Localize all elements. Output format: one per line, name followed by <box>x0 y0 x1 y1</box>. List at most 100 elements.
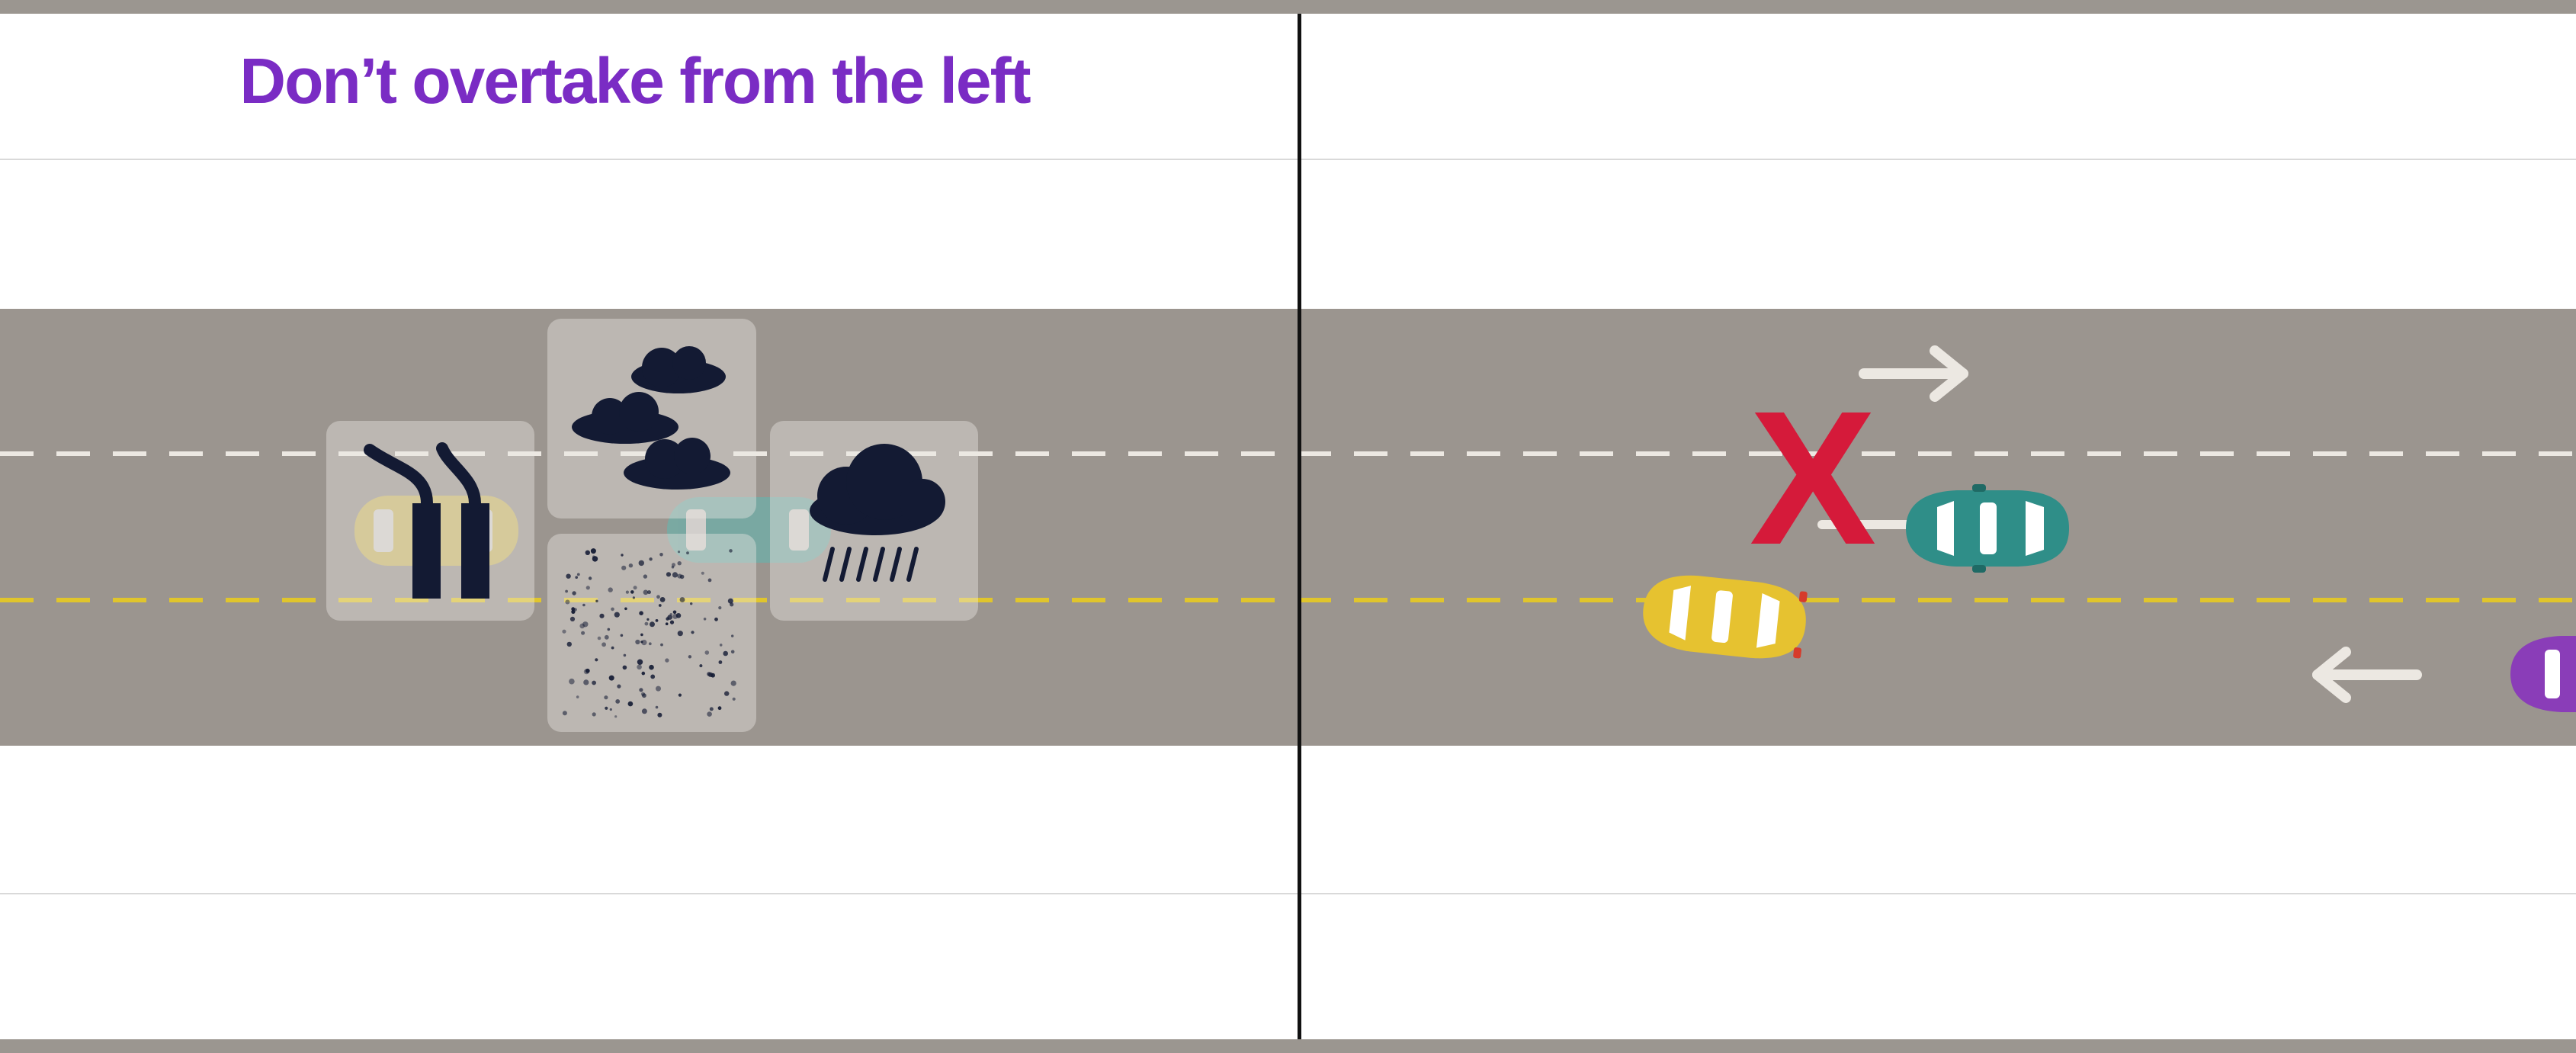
dust-speck <box>642 708 647 714</box>
dust-speck <box>659 604 662 607</box>
dust-speck <box>608 628 611 631</box>
dust-speck <box>623 666 627 670</box>
dust-speck <box>723 651 728 657</box>
dust-speck <box>624 608 627 611</box>
dust-speck <box>656 686 661 692</box>
dust-speck <box>567 642 572 647</box>
dust-speck <box>637 660 643 665</box>
dust-speck <box>595 658 598 661</box>
dust-speck <box>581 631 585 635</box>
dust-speck <box>714 618 718 621</box>
dust-speck <box>621 634 624 637</box>
dust-speck <box>595 600 598 602</box>
dust-speck <box>649 665 654 670</box>
dust-speck <box>589 576 592 579</box>
dust-speck <box>637 665 642 670</box>
dust-speck <box>569 679 575 685</box>
dust-speck <box>575 576 578 579</box>
hazard-card-rain <box>770 421 978 621</box>
dust-speck <box>585 669 590 673</box>
dust-speck <box>634 586 637 589</box>
dust-speck <box>609 676 614 681</box>
dust-speck <box>639 688 643 692</box>
dust-speck <box>673 611 677 615</box>
teal-car <box>1906 484 2069 573</box>
dust-speck <box>688 655 691 658</box>
dust-speck <box>719 660 723 664</box>
dust-speck <box>615 699 620 704</box>
dust-speck <box>729 549 733 553</box>
dust-speck <box>672 614 678 619</box>
dust-speck <box>639 611 643 615</box>
dust-speck <box>586 586 590 589</box>
dust-speck <box>629 563 633 567</box>
dust-speck <box>583 679 589 685</box>
dust-speck <box>686 551 689 554</box>
dust-speck <box>614 612 620 618</box>
dust-speck <box>562 630 566 634</box>
dust-speck <box>572 591 576 595</box>
bottom-frame-bar <box>0 1039 2576 1053</box>
dust-speck <box>639 560 644 566</box>
dust-speck <box>563 711 567 715</box>
dust-speck <box>640 634 643 637</box>
dust-speck <box>718 606 721 609</box>
dust-speck <box>645 622 649 626</box>
dust-speck <box>656 706 659 709</box>
dust-speck <box>591 548 596 554</box>
dust-speck <box>605 635 609 640</box>
dust-speck <box>570 617 575 621</box>
dust-speck <box>617 685 621 689</box>
dust-speck <box>650 675 655 679</box>
dust-speck <box>656 619 659 622</box>
dust-speck <box>690 602 692 605</box>
dust-speck <box>582 604 585 607</box>
hazard-card-dust <box>547 534 756 732</box>
dust-speck <box>577 573 580 576</box>
dust-speck <box>621 566 626 570</box>
dust-speck <box>678 551 680 553</box>
dust-speck <box>707 711 712 717</box>
dust-speck <box>643 574 647 578</box>
dust-speck <box>708 579 712 583</box>
dust-speck <box>672 572 678 577</box>
dust-speck <box>642 672 646 676</box>
dust-speck <box>599 614 604 618</box>
dust-speck <box>621 554 623 556</box>
dust-speck <box>670 613 673 616</box>
arrow-right-icon <box>1864 351 1963 396</box>
dust-speck <box>605 707 608 710</box>
dust-speck <box>646 618 649 621</box>
dust-speck <box>626 591 629 594</box>
dust-speck <box>649 557 652 560</box>
dust-speck <box>604 695 608 699</box>
dust-speck <box>579 624 585 629</box>
dust-speck <box>624 654 627 657</box>
dust-speck <box>640 640 643 643</box>
dust-speck <box>677 574 682 579</box>
dust-speck <box>598 637 601 640</box>
dust-speck <box>633 596 635 599</box>
dust-speck <box>565 590 568 593</box>
dust-speck <box>701 572 704 575</box>
dust-speck <box>610 708 612 711</box>
dust-speck <box>724 691 729 695</box>
dust-speck <box>731 650 735 654</box>
dust-speck <box>731 681 736 686</box>
dust-speck <box>585 551 590 555</box>
panel-divider <box>1298 14 1301 1039</box>
purple-car <box>2510 636 2576 712</box>
dust-speck <box>657 713 662 718</box>
dust-speck <box>608 587 613 592</box>
yellow-car <box>1639 570 1809 663</box>
dust-speck <box>678 561 682 565</box>
dust-speck <box>565 600 569 605</box>
dust-speck <box>635 640 640 644</box>
dust-speck <box>630 590 634 594</box>
dust-speck <box>710 707 714 711</box>
dust-speck <box>704 618 707 621</box>
dust-speck <box>643 590 649 596</box>
dust-speck <box>678 631 683 636</box>
dust-speck <box>728 599 733 604</box>
dust-speck <box>649 642 652 645</box>
